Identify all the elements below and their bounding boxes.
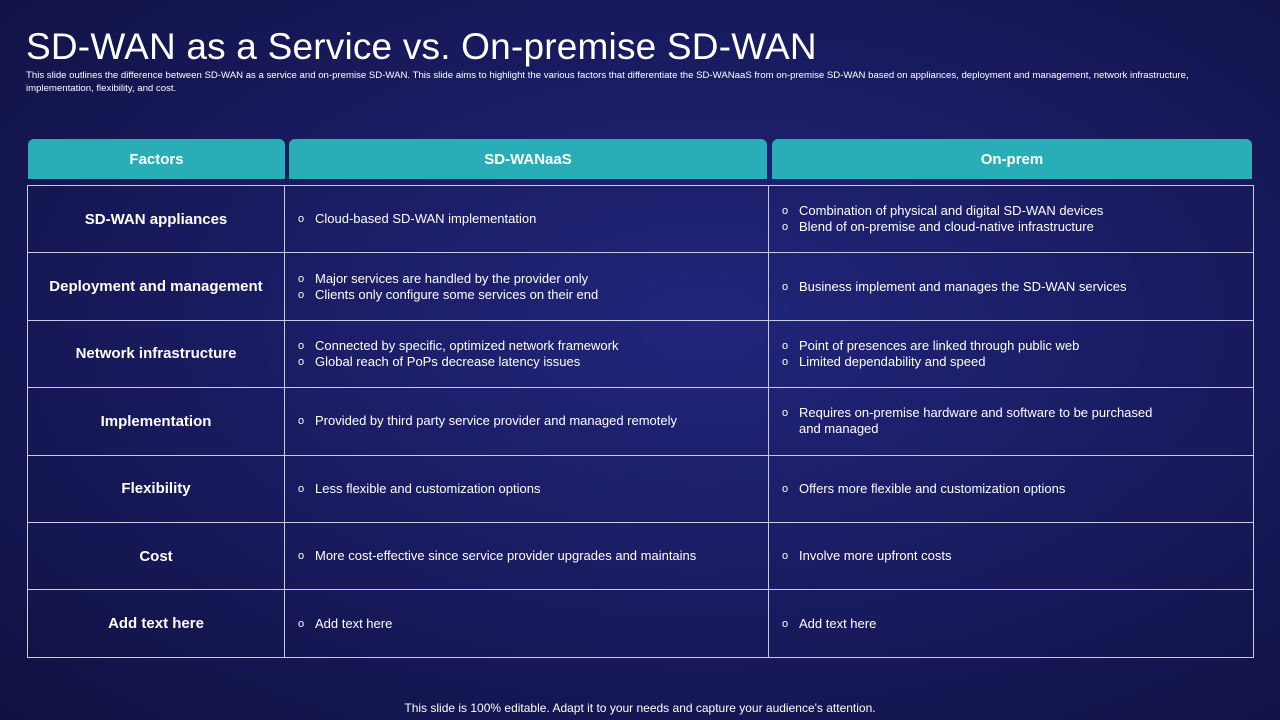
- on-prem-cell: Point of presences are linked through pu…: [768, 319, 1254, 389]
- table-row: SD-WAN appliances Cloud-based SD-WAN imp…: [27, 184, 1254, 254]
- slide-subtitle: This slide outlines the difference betwe…: [26, 70, 1189, 94]
- list-item: Offers more flexible and customization o…: [782, 481, 1243, 497]
- sd-wanaas-cell: Connected by specific, optimized network…: [284, 319, 769, 389]
- list-item: Point of presences are linked through pu…: [782, 338, 1243, 354]
- header-factors: Factors: [28, 139, 285, 179]
- list-item: Blend of on-premise and cloud-native inf…: [782, 219, 1243, 235]
- list-item: Add text here: [782, 616, 1243, 632]
- table-row: Add text here Add text here Add text her…: [27, 589, 1254, 658]
- list-item: Business implement and manages the SD-WA…: [782, 279, 1243, 295]
- list-item: More cost-effective since service provid…: [298, 548, 758, 564]
- slide-title: SD-WAN as a Service vs. On-premise SD-WA…: [26, 26, 817, 67]
- factor-cell: Flexibility: [27, 454, 285, 523]
- factor-cell: Deployment and management: [27, 252, 285, 321]
- list-item: Cloud-based SD-WAN implementation: [298, 211, 758, 227]
- on-prem-cell: Offers more flexible and customization o…: [768, 454, 1254, 523]
- list-item: Requires on-premise hardware and softwar…: [782, 405, 1173, 437]
- comparison-table: SD-WAN appliances Cloud-based SD-WAN imp…: [27, 184, 1254, 658]
- header-sd-wanaas: SD-WANaaS: [289, 139, 767, 179]
- on-prem-cell: Add text here: [768, 589, 1254, 658]
- list-item: Add text here: [298, 616, 758, 632]
- factor-cell: Network infrastructure: [27, 319, 285, 389]
- sd-wanaas-cell: Less flexible and customization options: [284, 454, 769, 523]
- on-prem-cell: Business implement and manages the SD-WA…: [768, 252, 1254, 321]
- list-item: Connected by specific, optimized network…: [298, 338, 758, 354]
- list-item: Global reach of PoPs decrease latency is…: [298, 354, 758, 370]
- list-item: Provided by third party service provider…: [298, 413, 758, 429]
- factor-cell: Add text here: [27, 589, 285, 658]
- table-row: Network infrastructure Connected by spec…: [27, 319, 1254, 389]
- header-on-prem: On-prem: [772, 139, 1252, 179]
- list-item: Involve more upfront costs: [782, 548, 1243, 564]
- list-item: Combination of physical and digital SD-W…: [782, 203, 1243, 219]
- list-item: Limited dependability and speed: [782, 354, 1243, 370]
- factor-cell: Implementation: [27, 387, 285, 456]
- on-prem-cell: Requires on-premise hardware and softwar…: [768, 387, 1254, 456]
- sd-wanaas-cell: Cloud-based SD-WAN implementation: [284, 184, 769, 254]
- list-item: Less flexible and customization options: [298, 481, 758, 497]
- factor-cell: Cost: [27, 521, 285, 591]
- list-item: Major services are handled by the provid…: [298, 271, 758, 287]
- on-prem-cell: Combination of physical and digital SD-W…: [768, 184, 1254, 254]
- sd-wanaas-cell: Add text here: [284, 589, 769, 658]
- sd-wanaas-cell: Major services are handled by the provid…: [284, 252, 769, 321]
- sd-wanaas-cell: More cost-effective since service provid…: [284, 521, 769, 591]
- factor-cell: SD-WAN appliances: [27, 184, 285, 254]
- sd-wanaas-cell: Provided by third party service provider…: [284, 387, 769, 456]
- slide-footer: This slide is 100% editable. Adapt it to…: [404, 701, 876, 715]
- list-item: Clients only configure some services on …: [298, 287, 758, 303]
- on-prem-cell: Involve more upfront costs: [768, 521, 1254, 591]
- table-row: Cost More cost-effective since service p…: [27, 521, 1254, 591]
- table-row: Flexibility Less flexible and customizat…: [27, 454, 1254, 523]
- table-row: Deployment and management Major services…: [27, 252, 1254, 321]
- table-row: Implementation Provided by third party s…: [27, 387, 1254, 456]
